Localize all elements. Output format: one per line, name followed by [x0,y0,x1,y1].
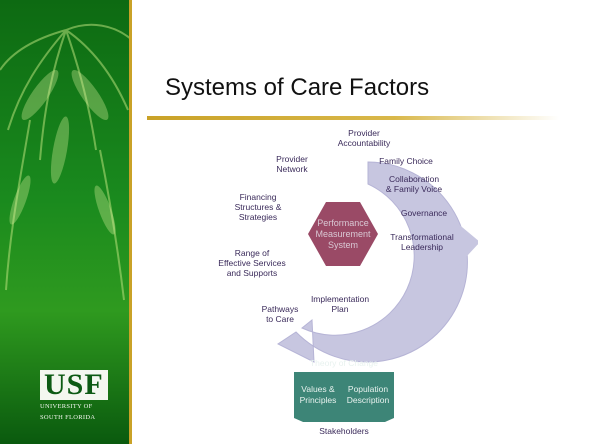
sidebar-gold-border [129,0,132,444]
ring-label-11: Structures & [235,202,282,212]
palm-fronds-image [0,23,132,301]
usf-logo-line1: UNIVERSITY OF [40,403,93,410]
slide-title: Systems of Care Factors [165,74,430,101]
ring-label-16: Pathways [262,304,299,314]
ring-label-5: Governance [401,208,448,218]
theory-of-change-label: Theory of Change [310,358,378,368]
ring-label-3: Collaboration [389,174,439,184]
ring-label-9: Network [276,164,308,174]
ring-label-13: Range of [235,248,270,258]
ring-label-4: & Family Voice [386,184,442,194]
usf-logo: USF UNIVERSITY OF SOUTH FLORIDA [40,370,126,422]
stakeholders-band [288,422,400,440]
title-underline [147,116,559,120]
ring-label-7: Leadership [401,242,443,252]
performance-hexagon [308,202,378,266]
ring-label-0: Provider [348,128,380,138]
usf-logo-line2: SOUTH FLORIDA [40,414,96,421]
ring-label-18: Implementation [311,294,369,304]
values-label-0: Values & [301,384,335,394]
ring-label-17: to Care [266,314,294,324]
ring-label-8: Provider [276,154,308,164]
hex-label-2: System [328,240,358,250]
cycle-arrowhead [450,217,478,270]
ring-label-6: Transformational [390,232,454,242]
population-label-1: Description [347,395,390,405]
hex-label-1: Measurement [315,229,371,239]
ring-label-1: Accountability [338,138,391,148]
cycle-ring [277,161,468,363]
ring-label-14: Effective Services [218,258,285,268]
ring-label-19: Plan [331,304,348,314]
ring-label-12: Strategies [239,212,277,222]
ring-label-2: Family Choice [379,156,433,166]
ring-label-15: and Supports [227,268,278,278]
ring-label-10: Financing [240,192,277,202]
usf-logo-mark: USF [40,370,108,400]
stakeholders-label: Stakeholders [319,426,369,436]
values-label-1: Principles [300,395,337,405]
systems-of-care-diagram: Provider Accountability Family Choice Co… [218,128,478,440]
population-label-0: Population [348,384,388,394]
hex-label-0: Performance [317,218,369,228]
